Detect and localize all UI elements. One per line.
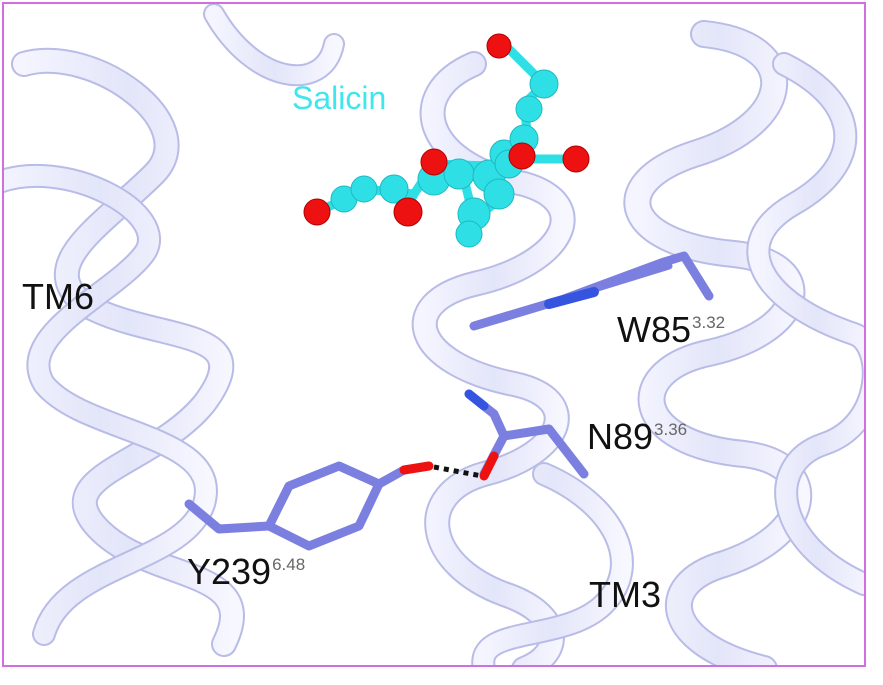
label-n89-name: N89 — [587, 416, 654, 457]
label-w85: W853.32 — [617, 312, 725, 348]
helix-top-left — [203, 4, 345, 87]
residue-n89 — [464, 389, 589, 481]
helix-tm6 — [4, 47, 245, 657]
helix-ribbons — [4, 4, 864, 665]
label-y239-sup: 6.48 — [272, 555, 306, 574]
label-n89-sup: 3.36 — [654, 420, 688, 439]
helix-tm3 — [411, 51, 634, 665]
label-w85-name: W85 — [617, 309, 692, 350]
label-salicin: Salicin — [292, 80, 387, 116]
label-w85-sup: 3.32 — [692, 313, 726, 332]
ligand-salicin — [303, 33, 590, 248]
label-tm6: TM6 — [22, 276, 94, 317]
helix-right — [623, 20, 864, 665]
residue-w85 — [469, 251, 714, 331]
label-n89: N893.36 — [587, 419, 687, 455]
molecular-view — [4, 4, 864, 665]
hydrogen-bond — [433, 464, 483, 479]
label-y239: Y2396.48 — [187, 554, 305, 590]
residue-y239 — [184, 461, 434, 551]
oxygen-atoms — [303, 33, 590, 227]
label-tm3: TM3 — [589, 574, 661, 615]
figure-frame: Salicin TM6 TM3 W853.32 N893.36 Y2396.48 — [2, 2, 866, 667]
label-y239-name: Y239 — [187, 551, 272, 592]
